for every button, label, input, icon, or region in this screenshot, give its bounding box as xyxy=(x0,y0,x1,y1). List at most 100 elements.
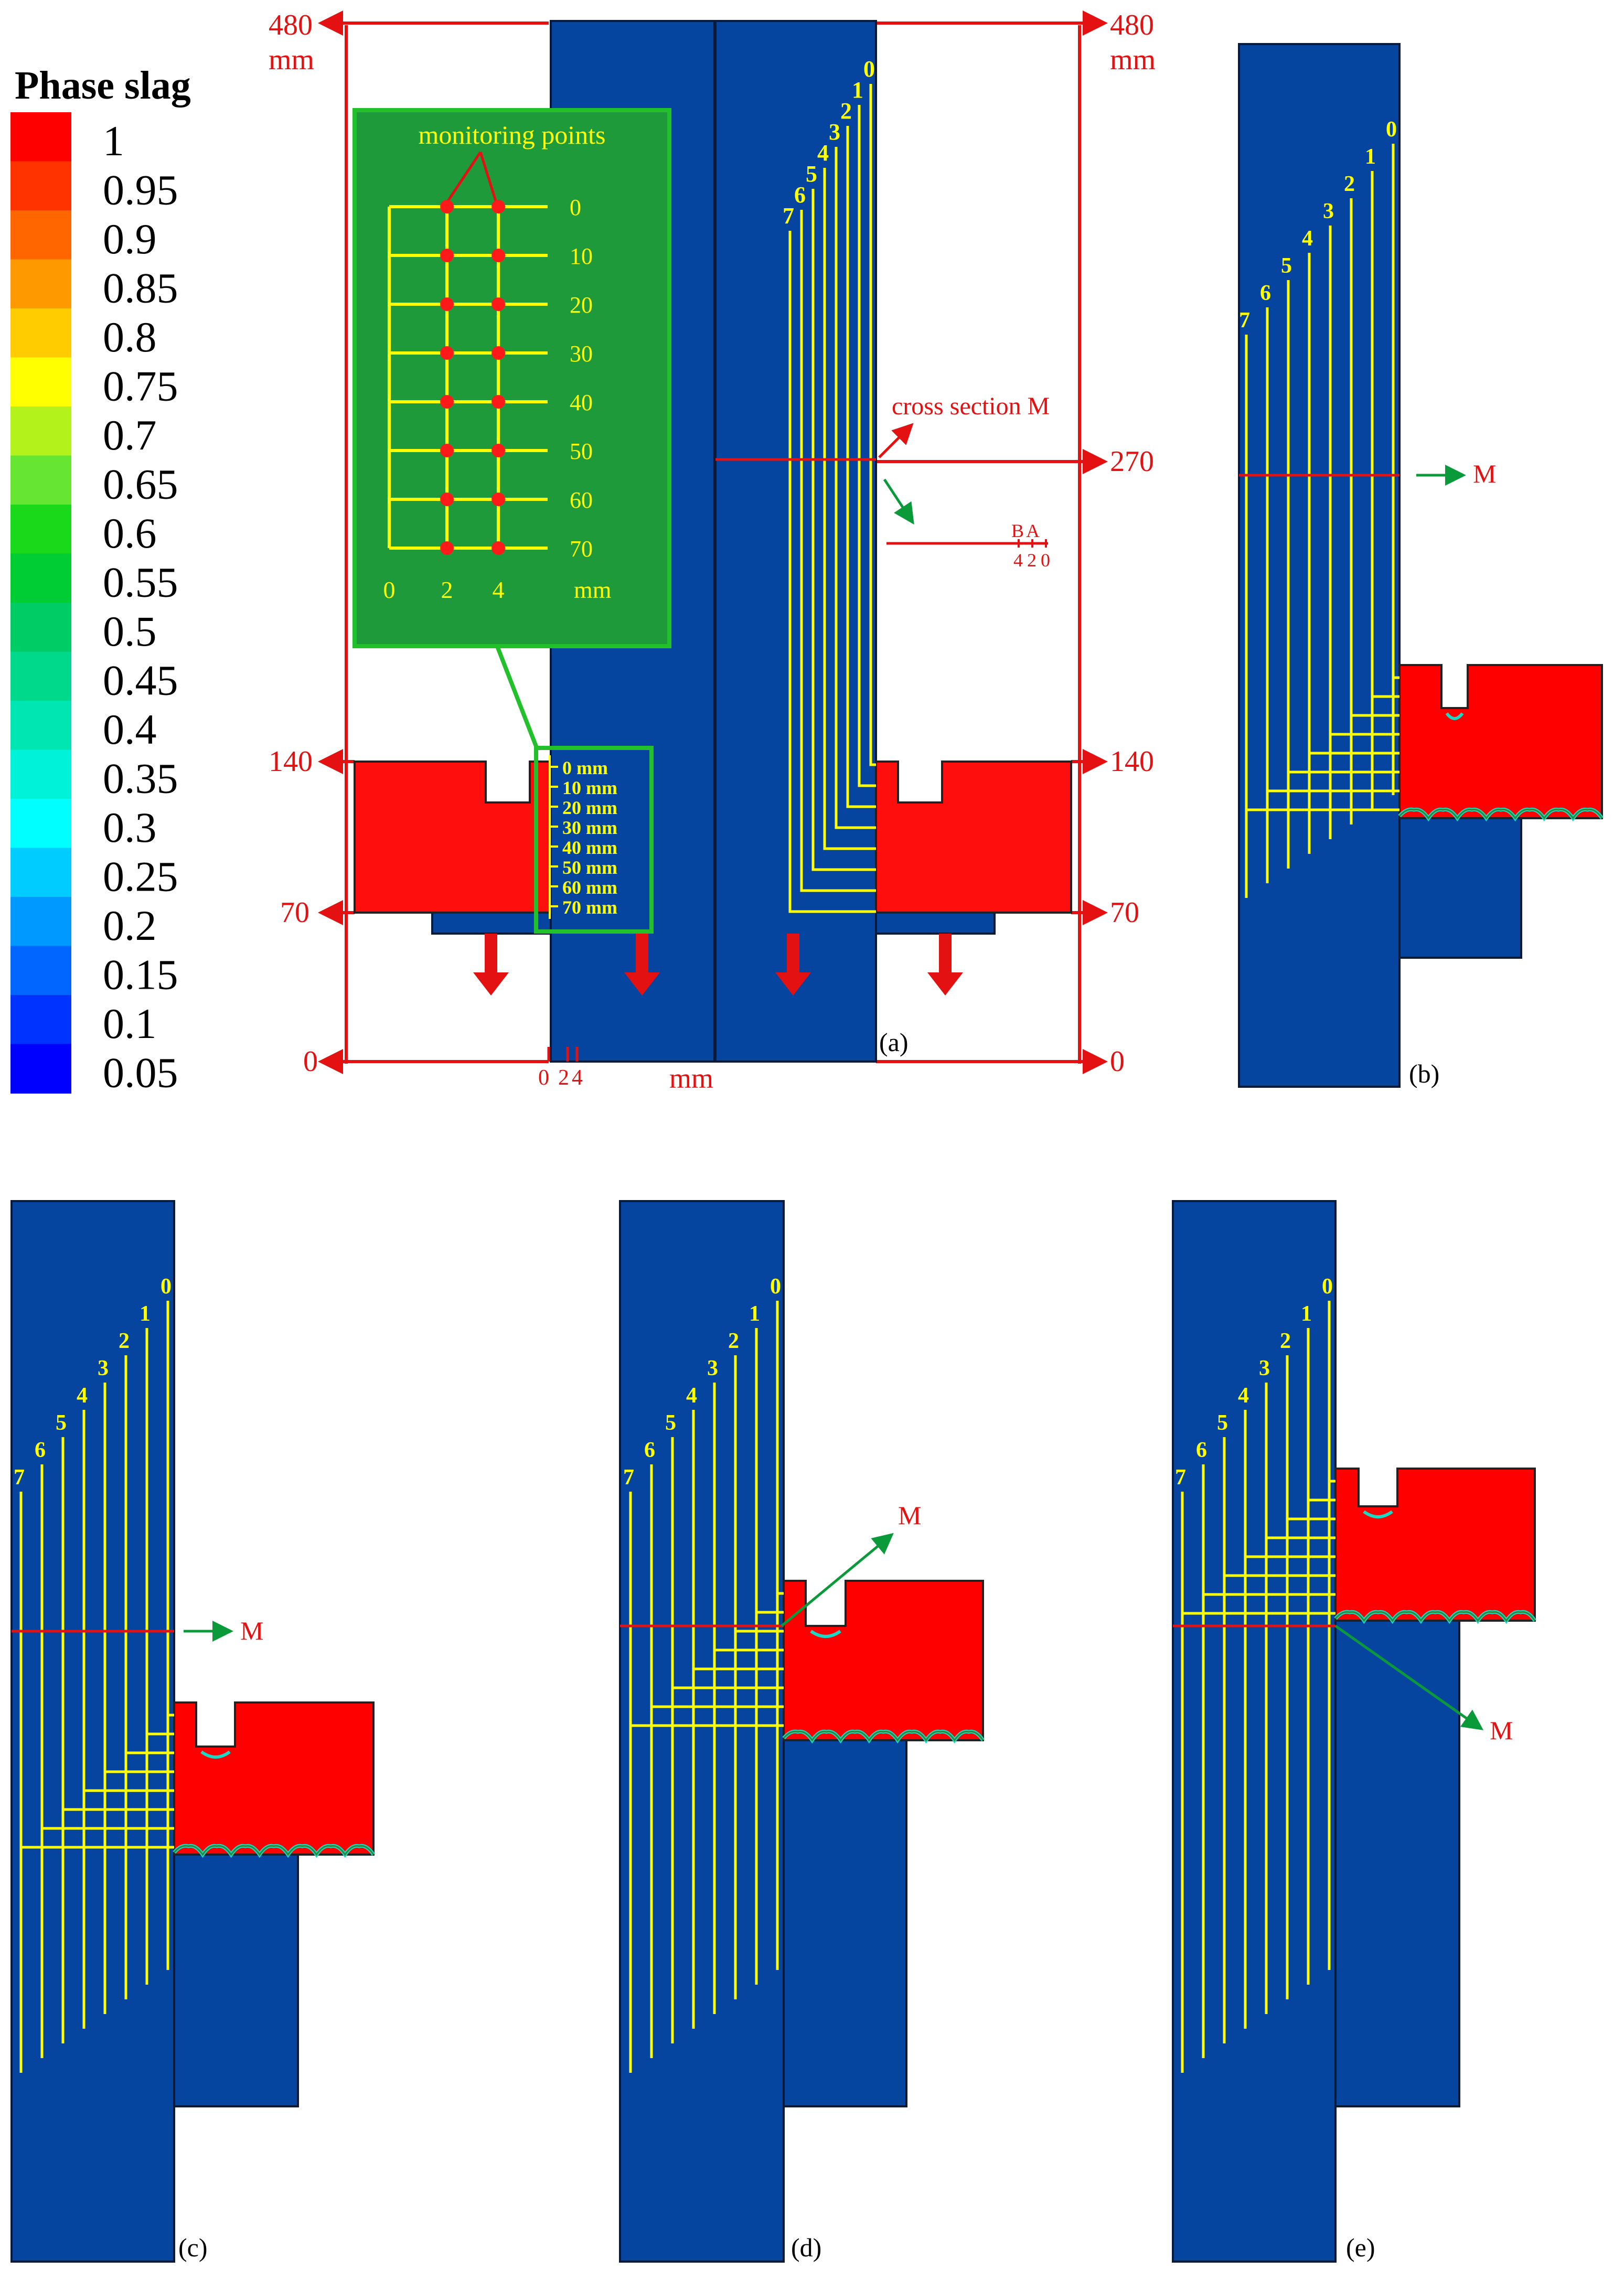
small-inset-frame xyxy=(534,746,654,934)
cross-section-m-label: M xyxy=(1473,459,1496,488)
monitor-point-b-0 xyxy=(440,200,454,213)
monitor-point-a-4 xyxy=(492,395,505,409)
monitoring-lines xyxy=(788,84,876,913)
monitoring-line-5 xyxy=(811,189,876,871)
bottom-plate-right xyxy=(875,909,996,935)
small-inset-label-0: 0 mm xyxy=(562,757,608,778)
monitoring-line-label-1: 1 xyxy=(749,1302,760,1326)
inset-depth-6: 60 xyxy=(570,487,593,513)
monitor-point-b-1 xyxy=(440,249,454,262)
point-label-a: A xyxy=(1026,520,1040,541)
monitoring-line-label-3: 3 xyxy=(1259,1356,1270,1380)
notch-interface xyxy=(810,1630,841,1638)
axis-tick-4: 4 xyxy=(572,1066,583,1090)
cross-section-pointer xyxy=(878,423,914,458)
inset-depth-2: 20 xyxy=(570,292,593,318)
monitoring-lines xyxy=(629,1301,784,2073)
inset-depth-4: 40 xyxy=(570,390,593,415)
small-inset-label-6: 60 mm xyxy=(562,877,617,898)
monitoring-line-label-5: 5 xyxy=(56,1411,67,1435)
dim-0-left: 0 xyxy=(303,1045,318,1078)
monitoring-line-label-7: 7 xyxy=(623,1465,634,1490)
inset-xtick-4: 4 xyxy=(493,576,505,603)
axis-unit-mm: mm xyxy=(669,1063,713,1094)
monitoring-line-label-7: 7 xyxy=(1239,308,1250,333)
monitor-point-a-6 xyxy=(492,492,505,506)
slag-interface-edge xyxy=(1334,1611,1536,1622)
monitor-point-b-2 xyxy=(440,297,454,311)
legend-label-19: 0.05 xyxy=(103,1049,178,1097)
mold-right xyxy=(714,20,877,1063)
monitoring-line-label-5: 5 xyxy=(806,161,817,187)
monitoring-line-label-5: 5 xyxy=(1281,254,1292,278)
monitoring-line-label-1: 1 xyxy=(1365,145,1376,169)
mold-body xyxy=(10,1200,175,2263)
legend-swatch-10 xyxy=(10,603,71,652)
monitor-point-a-1 xyxy=(492,249,505,262)
legend-title: Phase slag xyxy=(15,63,191,108)
monitoring-line-label-1: 1 xyxy=(852,77,863,103)
monitoring-line-label-6: 6 xyxy=(644,1438,655,1462)
monitoring-line-label-4: 4 xyxy=(1238,1384,1249,1408)
cross-section-m-label: M xyxy=(1490,1716,1513,1745)
monitoring-line-label-5: 5 xyxy=(665,1411,676,1435)
lower-shell xyxy=(783,1739,907,2107)
legend-swatch-13 xyxy=(10,749,71,799)
monitoring-line-label-6: 6 xyxy=(1260,281,1271,305)
small-inset-label-2: 20 mm xyxy=(562,797,617,818)
axis-tick-2: 2 xyxy=(558,1066,569,1090)
section-detail-pointer xyxy=(883,478,914,525)
dimension-frame xyxy=(345,25,1081,1064)
inset-connector xyxy=(493,640,539,750)
inset-depth-5: 50 xyxy=(570,438,593,464)
mold-body xyxy=(619,1200,785,2263)
legend-swatch-17 xyxy=(10,946,71,995)
monitoring-line-0 xyxy=(869,84,876,766)
panel-label: (e) xyxy=(1346,2233,1375,2262)
legend-label-10: 0.5 xyxy=(103,607,157,655)
monitor-point-b-4 xyxy=(440,395,454,409)
slag-pool xyxy=(1334,1468,1536,1622)
monitoring-grid xyxy=(388,200,548,555)
section-detail: B A 4 2 0 xyxy=(886,520,1050,571)
legend-label-11: 0.45 xyxy=(103,657,178,704)
monitoring-line-label-3: 3 xyxy=(1323,199,1334,223)
legend-label-5: 0.75 xyxy=(103,362,178,410)
lower-shell xyxy=(173,1854,299,2107)
monitoring-line-label-3: 3 xyxy=(98,1356,109,1380)
small-inset-label-4: 40 mm xyxy=(562,837,617,858)
point-tick-4: 4 xyxy=(1013,550,1023,571)
monitoring-line-label-2: 2 xyxy=(119,1329,130,1353)
monitoring-line-label-7: 7 xyxy=(14,1465,25,1490)
monitoring-line-label-1: 1 xyxy=(140,1302,151,1326)
panel-a: 480 mm 480 mm 270 140 140 70 70 0 0 xyxy=(269,9,1156,1094)
monitoring-line-label-2: 2 xyxy=(1344,172,1355,196)
monitoring-line-7 xyxy=(788,231,876,913)
legend-swatch-16 xyxy=(10,897,71,947)
small-inset-label-3: 30 mm xyxy=(562,817,617,838)
descent-arrows xyxy=(473,934,963,995)
legend-swatch-11 xyxy=(10,651,71,701)
legend-label-18: 0.1 xyxy=(103,1000,157,1047)
monitoring-line-label-3: 3 xyxy=(707,1356,718,1380)
panel-label: (d) xyxy=(791,2233,821,2262)
monitoring-line-6 xyxy=(800,210,876,892)
legend-swatch-19 xyxy=(10,1044,71,1094)
bottom-axis-ticks xyxy=(547,1047,579,1062)
legend-swatch-15 xyxy=(10,848,71,897)
slag-interface-edge xyxy=(173,1845,375,1856)
mold-body xyxy=(1238,43,1401,1088)
slag-right xyxy=(875,761,1072,914)
legend-label-1: 0.95 xyxy=(103,166,178,214)
legend-label-8: 0.6 xyxy=(103,509,157,557)
monitor-point-b-3 xyxy=(440,346,454,360)
monitoring-line-label-3: 3 xyxy=(829,119,840,145)
legend-label-13: 0.35 xyxy=(103,755,178,802)
monitoring-line-label-0: 0 xyxy=(863,56,875,82)
